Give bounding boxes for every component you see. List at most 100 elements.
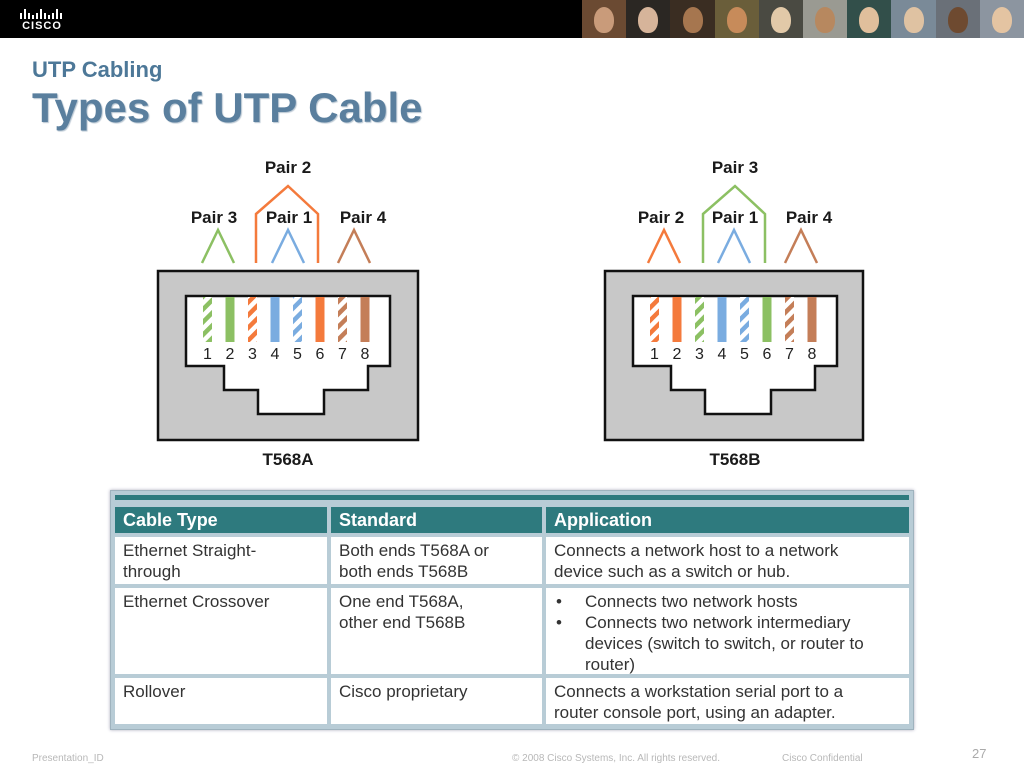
header-photo	[891, 0, 936, 38]
person-face	[726, 7, 747, 33]
row-rollover-standard: Cisco proprietary	[331, 678, 542, 724]
wire-orange-stripe	[248, 297, 257, 342]
list-item: • Connects two network hosts	[554, 591, 901, 612]
wire-blue	[270, 297, 280, 342]
person-face	[947, 7, 968, 33]
wire-brown	[360, 297, 370, 342]
pin-number: 6	[763, 346, 772, 363]
header-photo	[582, 0, 627, 38]
wire-green	[762, 297, 772, 342]
wire-blue	[717, 297, 727, 342]
person-face	[859, 7, 880, 33]
wire-orange	[315, 297, 325, 342]
pin-number: 7	[785, 346, 794, 363]
person-face	[903, 7, 924, 33]
photo-strip	[582, 0, 1024, 38]
wire-brown	[807, 297, 817, 342]
wire-green-stripe	[695, 297, 704, 342]
table-row: Rollover Cisco proprietary Connects a wo…	[115, 678, 909, 724]
wire-green-stripe	[203, 297, 212, 342]
row-straight-standard: Both ends T568A or both ends T568B	[331, 537, 542, 584]
header-photo	[758, 0, 804, 38]
wire-brown-stripe	[338, 297, 347, 342]
header-photo	[979, 0, 1024, 38]
row-straight-type: Ethernet Straight- through	[115, 537, 327, 584]
slide-title: Types of UTP Cable	[32, 84, 423, 131]
pin-number: 2	[673, 346, 682, 363]
pin-number: 4	[271, 346, 280, 363]
person-face	[770, 7, 791, 33]
bullet-icon: •	[556, 592, 562, 611]
header-photo	[626, 0, 671, 38]
t568b-wires	[650, 297, 817, 342]
row-straight-application: Connects a network host to a network dev…	[546, 537, 909, 584]
row-rollover-type: Rollover	[115, 678, 327, 724]
bullet-text: Connects two network intermediary device…	[585, 613, 864, 674]
t568b-caption: T568B	[709, 450, 760, 469]
cisco-logo-text: CISCO	[22, 20, 62, 32]
header-application: Application	[546, 507, 909, 533]
header-cable-type: Cable Type	[115, 507, 327, 533]
header-photo	[670, 0, 715, 38]
pin-number: 6	[316, 346, 325, 363]
t568a-pair-left-label: Pair 3	[191, 208, 237, 227]
pin-number: 3	[695, 346, 704, 363]
wire-blue-stripe	[740, 297, 749, 342]
t568b-pair-arcs	[646, 184, 819, 264]
header-photo	[803, 0, 848, 38]
t568a-pair-arcs	[200, 184, 372, 264]
header-photo	[935, 0, 980, 38]
person-face	[991, 7, 1012, 33]
pin-number: 7	[338, 346, 347, 363]
bullet-text: Connects two network hosts	[585, 592, 798, 611]
person-face	[682, 7, 703, 33]
wire-orange	[672, 297, 682, 342]
pin-number: 5	[740, 346, 749, 363]
wire-orange-stripe	[650, 297, 659, 342]
header-photo	[847, 0, 892, 38]
t568a-wires	[203, 297, 370, 342]
person-face	[638, 7, 659, 33]
person-face	[594, 7, 615, 33]
header-banner: CISCO	[0, 0, 1024, 38]
wire-blue-stripe	[293, 297, 302, 342]
slide-subtitle: UTP Cabling	[32, 57, 163, 82]
cisco-logo: CISCO	[12, 5, 72, 35]
cisco-bridge-icon	[20, 9, 62, 19]
t568a-caption: T568A	[262, 450, 313, 469]
t568b-pair-right-label: Pair 4	[786, 208, 833, 227]
t568a-pair-top-label: Pair 2	[265, 158, 311, 177]
cable-types-table: Cable Type Standard Application Ethernet…	[110, 490, 914, 730]
table-header-row: Cable Type Standard Application	[115, 507, 909, 533]
pin-number: 8	[808, 346, 817, 363]
footer-confidential: Cisco Confidential	[782, 753, 863, 764]
bullet-icon: •	[556, 613, 562, 632]
table-row: Ethernet Crossover One end T568A, other …	[115, 588, 909, 674]
pin-number: 2	[226, 346, 235, 363]
footer-copyright: © 2008 Cisco Systems, Inc. All rights re…	[512, 753, 721, 764]
header-photo	[714, 0, 759, 38]
row-crossover-application: • Connects two network hosts • Connects tw…	[546, 588, 909, 674]
table-row: Ethernet Straight- through Both ends T56…	[115, 537, 909, 584]
crossover-bullet-list: • Connects two network hosts • Connects tw…	[554, 591, 901, 675]
pin-number: 8	[361, 346, 370, 363]
list-item: • Connects two network intermediary devic…	[554, 612, 901, 675]
t568b-pair-top-label: Pair 3	[712, 158, 758, 177]
footer-presentation-id: Presentation_ID	[32, 753, 104, 764]
person-face	[815, 7, 836, 33]
t568b-pair-center-label: Pair 1	[712, 208, 758, 227]
pin-number: 1	[650, 346, 659, 363]
t568b-pair-left-label: Pair 2	[638, 208, 684, 227]
header-standard: Standard	[331, 507, 542, 533]
row-rollover-application: Connects a workstation serial port to a …	[546, 678, 909, 724]
wire-brown-stripe	[785, 297, 794, 342]
pin-number: 4	[718, 346, 727, 363]
row-crossover-standard: One end T568A, other end T568B	[331, 588, 542, 674]
t568a-pair-right-label: Pair 4	[340, 208, 387, 227]
pin-number: 1	[203, 346, 212, 363]
row-crossover-type: Ethernet Crossover	[115, 588, 327, 674]
